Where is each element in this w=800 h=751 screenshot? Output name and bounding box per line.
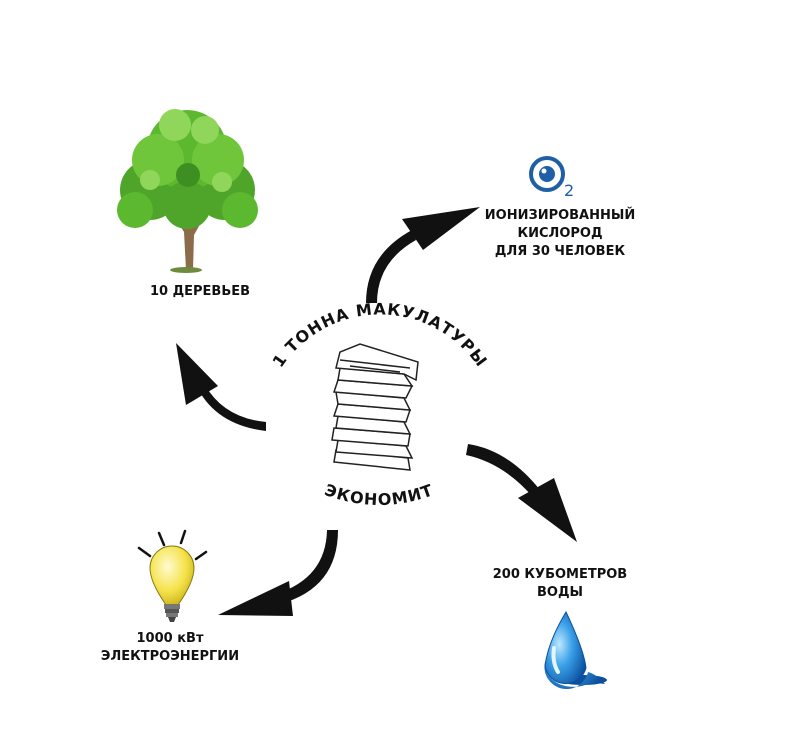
water-label: 200 КУБОМЕТРОВ ВОДЫ bbox=[485, 566, 635, 602]
energy-label-line-2: ЭЛЕКТРОЭНЕРГИИ bbox=[100, 649, 240, 664]
oxygen-label: ИОНИЗИРОВАННЫЙ КИСЛОРОД ДЛЯ 30 ЧЕЛОВЕК bbox=[470, 207, 650, 261]
water-label-line-2: ВОДЫ bbox=[536, 585, 583, 600]
center-bottom-text: ЭКОНОМИТ bbox=[322, 480, 436, 509]
paper-stack-icon bbox=[331, 343, 419, 471]
arrows bbox=[176, 207, 577, 616]
arrow-to-oxygen bbox=[366, 207, 480, 303]
trees-label-line: 10 ДЕРЕВЬЕВ bbox=[149, 284, 251, 299]
light-bulb-icon bbox=[137, 529, 208, 622]
o2-subscript: 2 bbox=[564, 181, 574, 200]
oxygen-label-line-3: ДЛЯ 30 ЧЕЛОВЕК bbox=[494, 244, 626, 259]
arrow-to-energy bbox=[218, 530, 338, 616]
trees-label: 10 ДЕРЕВЬЕВ bbox=[140, 283, 260, 301]
oxygen-label-line-2: КИСЛОРОД bbox=[517, 226, 603, 241]
energy-label-line-1: 1000 кВт bbox=[136, 631, 204, 646]
tree-icon bbox=[117, 109, 258, 273]
arrow-to-water bbox=[466, 444, 577, 542]
arrow-to-trees bbox=[176, 343, 266, 431]
energy-label: 1000 кВт ЭЛЕКТРОЭНЕРГИИ bbox=[70, 630, 270, 666]
oxygen-label-line-1: ИОНИЗИРОВАННЫЙ bbox=[484, 208, 636, 223]
water-label-line-1: 200 КУБОМЕТРОВ bbox=[492, 567, 628, 582]
o2-icon: 2 bbox=[529, 156, 574, 200]
water-drop-icon bbox=[544, 610, 607, 690]
